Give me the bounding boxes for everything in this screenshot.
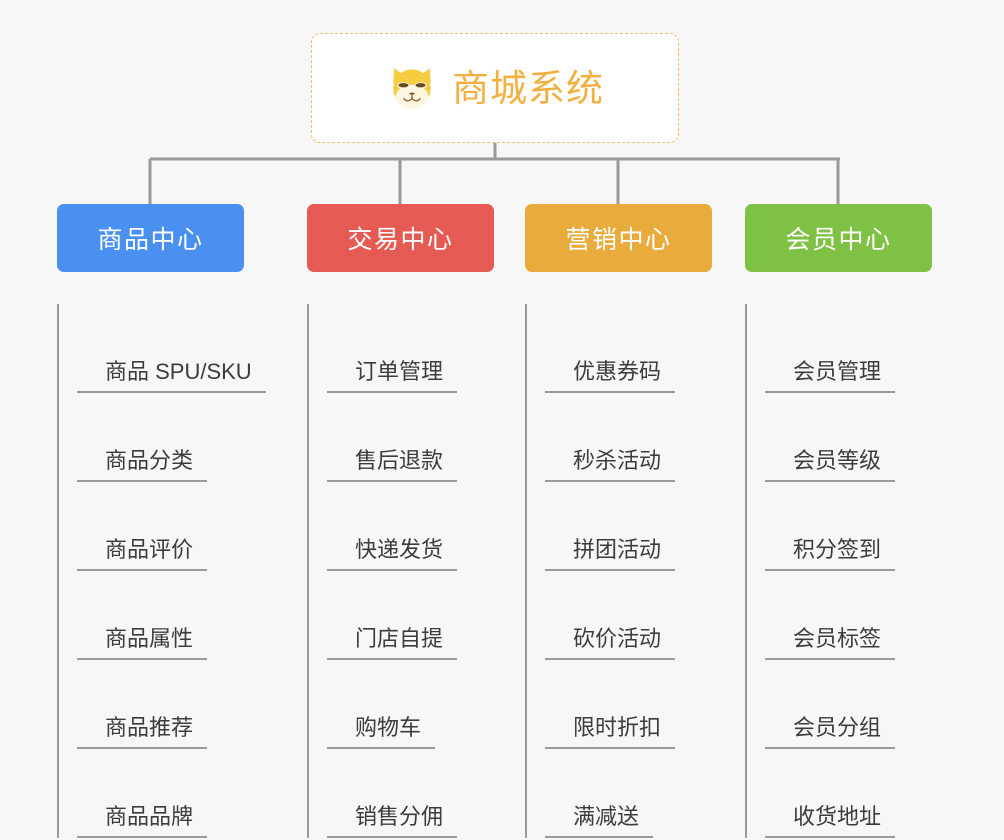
leaf-list-member: 会员管理 会员等级 积分签到 会员标签 会员分组 收货地址 xyxy=(745,304,945,838)
leaf-label: 商品属性 xyxy=(77,626,208,660)
category-header-label: 商品中心 xyxy=(97,226,204,254)
leaf-label: 限时折扣 xyxy=(545,715,676,749)
list-item[interactable]: 商品评价 xyxy=(77,482,287,571)
leaf-label: 优惠券码 xyxy=(545,359,676,393)
list-item[interactable]: 积分签到 xyxy=(765,482,945,571)
list-item[interactable]: 购物车 xyxy=(327,660,507,749)
leaf-label: 秒杀活动 xyxy=(545,448,676,482)
leaf-label: 商品评价 xyxy=(77,537,208,571)
category-header-label: 营销中心 xyxy=(565,226,672,254)
list-item[interactable]: 商品品牌 xyxy=(77,749,287,838)
list-item[interactable]: 会员等级 xyxy=(765,393,945,482)
list-item[interactable]: 商品推荐 xyxy=(77,660,287,749)
root-title: 商城系统 xyxy=(452,67,604,109)
category-column-product: 商品中心 商品 SPU/SKU 商品分类 商品评价 商品属性 商品推荐 商品品牌 xyxy=(57,204,287,838)
root-node-shop-system[interactable]: 商城系统 xyxy=(311,33,679,143)
leaf-label: 快递发货 xyxy=(327,537,458,571)
leaf-label: 门店自提 xyxy=(327,626,458,660)
category-header-member[interactable]: 会员中心 xyxy=(745,204,932,272)
leaf-label: 销售分佣 xyxy=(327,804,458,838)
category-column-trade: 交易中心 订单管理 售后退款 快递发货 门店自提 购物车 销售分佣 xyxy=(307,204,507,838)
list-item[interactable]: 商品属性 xyxy=(77,571,287,660)
category-header-marketing[interactable]: 营销中心 xyxy=(525,204,712,272)
leaf-label: 会员分组 xyxy=(765,715,896,749)
leaf-label: 会员标签 xyxy=(765,626,896,660)
list-item[interactable]: 限时折扣 xyxy=(545,660,725,749)
leaf-label: 砍价活动 xyxy=(545,626,676,660)
leaf-label: 售后退款 xyxy=(327,448,458,482)
list-item[interactable]: 满减送 xyxy=(545,749,725,838)
leaf-list-marketing: 优惠券码 秒杀活动 拼团活动 砍价活动 限时折扣 满减送 xyxy=(525,304,725,838)
category-header-trade[interactable]: 交易中心 xyxy=(307,204,494,272)
leaf-label: 会员等级 xyxy=(765,448,896,482)
leaf-label: 商品品牌 xyxy=(77,804,208,838)
leaf-list-product: 商品 SPU/SKU 商品分类 商品评价 商品属性 商品推荐 商品品牌 xyxy=(57,304,287,838)
leaf-label: 购物车 xyxy=(327,715,436,749)
category-header-label: 交易中心 xyxy=(347,226,454,254)
list-item[interactable]: 优惠券码 xyxy=(545,304,725,393)
list-item[interactable]: 收货地址 xyxy=(765,749,945,838)
leaf-label: 收货地址 xyxy=(765,804,896,838)
leaf-label: 积分签到 xyxy=(765,537,896,571)
list-item[interactable]: 会员标签 xyxy=(765,571,945,660)
leaf-label: 订单管理 xyxy=(327,359,458,393)
category-header-product[interactable]: 商品中心 xyxy=(57,204,244,272)
category-header-label: 会员中心 xyxy=(785,226,892,254)
leaf-label: 拼团活动 xyxy=(545,537,676,571)
category-column-marketing: 营销中心 优惠券码 秒杀活动 拼团活动 砍价活动 限时折扣 满减送 xyxy=(525,204,725,838)
list-item[interactable]: 订单管理 xyxy=(327,304,507,393)
leaf-list-trade: 订单管理 售后退款 快递发货 门店自提 购物车 销售分佣 xyxy=(307,304,507,838)
leaf-label: 商品推荐 xyxy=(77,715,208,749)
leaf-label: 商品分类 xyxy=(77,448,208,482)
category-column-member: 会员中心 会员管理 会员等级 积分签到 会员标签 会员分组 收货地址 xyxy=(745,204,945,838)
list-item[interactable]: 会员分组 xyxy=(765,660,945,749)
leaf-label: 商品 SPU/SKU xyxy=(77,359,266,393)
list-item[interactable]: 快递发货 xyxy=(327,482,507,571)
shiba-dog-icon xyxy=(393,68,431,110)
list-item[interactable]: 会员管理 xyxy=(765,304,945,393)
list-item[interactable]: 秒杀活动 xyxy=(545,393,725,482)
list-item[interactable]: 售后退款 xyxy=(327,393,507,482)
list-item[interactable]: 砍价活动 xyxy=(545,571,725,660)
list-item[interactable]: 商品 SPU/SKU xyxy=(77,304,287,393)
leaf-label: 会员管理 xyxy=(765,359,896,393)
leaf-label: 满减送 xyxy=(545,804,654,838)
list-item[interactable]: 销售分佣 xyxy=(327,749,507,838)
list-item[interactable]: 门店自提 xyxy=(327,571,507,660)
list-item[interactable]: 拼团活动 xyxy=(545,482,725,571)
list-item[interactable]: 商品分类 xyxy=(77,393,287,482)
